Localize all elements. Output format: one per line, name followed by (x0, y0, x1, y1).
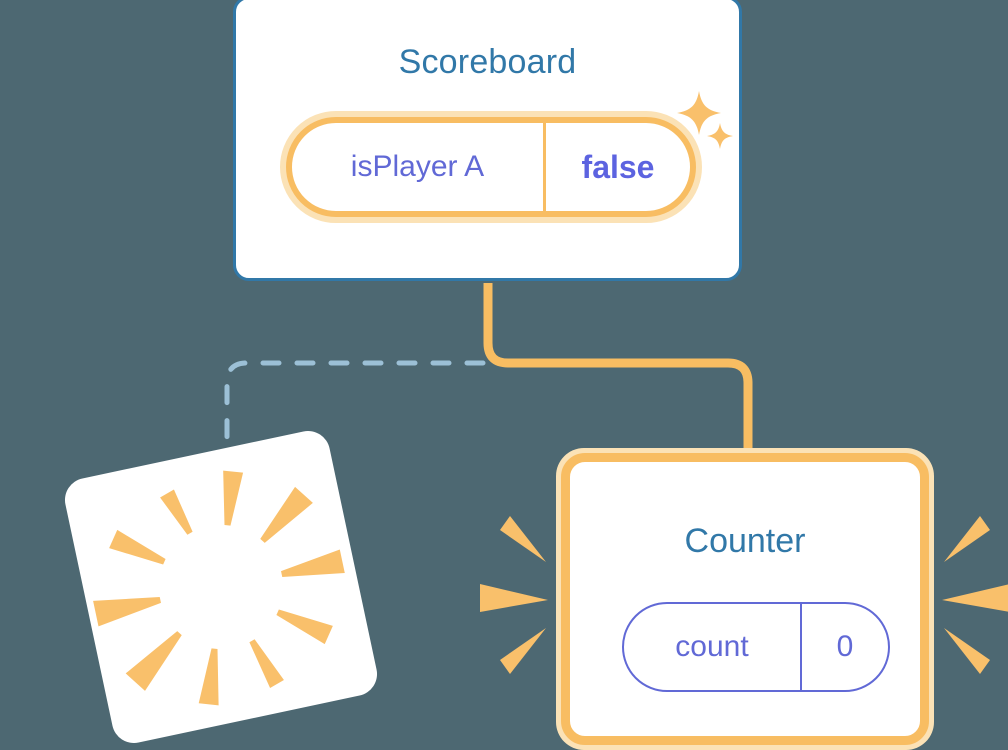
scoreboard-card[interactable]: Scoreboard isPlayer A false (233, 0, 742, 281)
burst-rays-icon (93, 470, 345, 706)
state-value-label: false (581, 149, 655, 185)
state-pill-divider (543, 123, 546, 211)
counter-state-pill[interactable]: count 0 (622, 602, 890, 692)
sparkle-icon (707, 123, 733, 149)
state-key-label: isPlayer A (350, 150, 485, 183)
scoreboard-state-pill[interactable]: isPlayer A false (280, 111, 702, 223)
connector-solid-to-counter (483, 283, 753, 452)
counter-rays-right-icon (942, 516, 1008, 674)
scoreboard-title: Scoreboard (398, 43, 577, 81)
counter-rays-left-icon (480, 516, 548, 674)
sparkle-icon (677, 91, 721, 135)
counter-title: Counter (684, 522, 806, 560)
state-key-label: count (675, 630, 749, 663)
state-pill-divider (800, 604, 802, 690)
state-value-label: 0 (836, 630, 854, 663)
counter-card[interactable]: Counter count 0 (556, 448, 934, 750)
